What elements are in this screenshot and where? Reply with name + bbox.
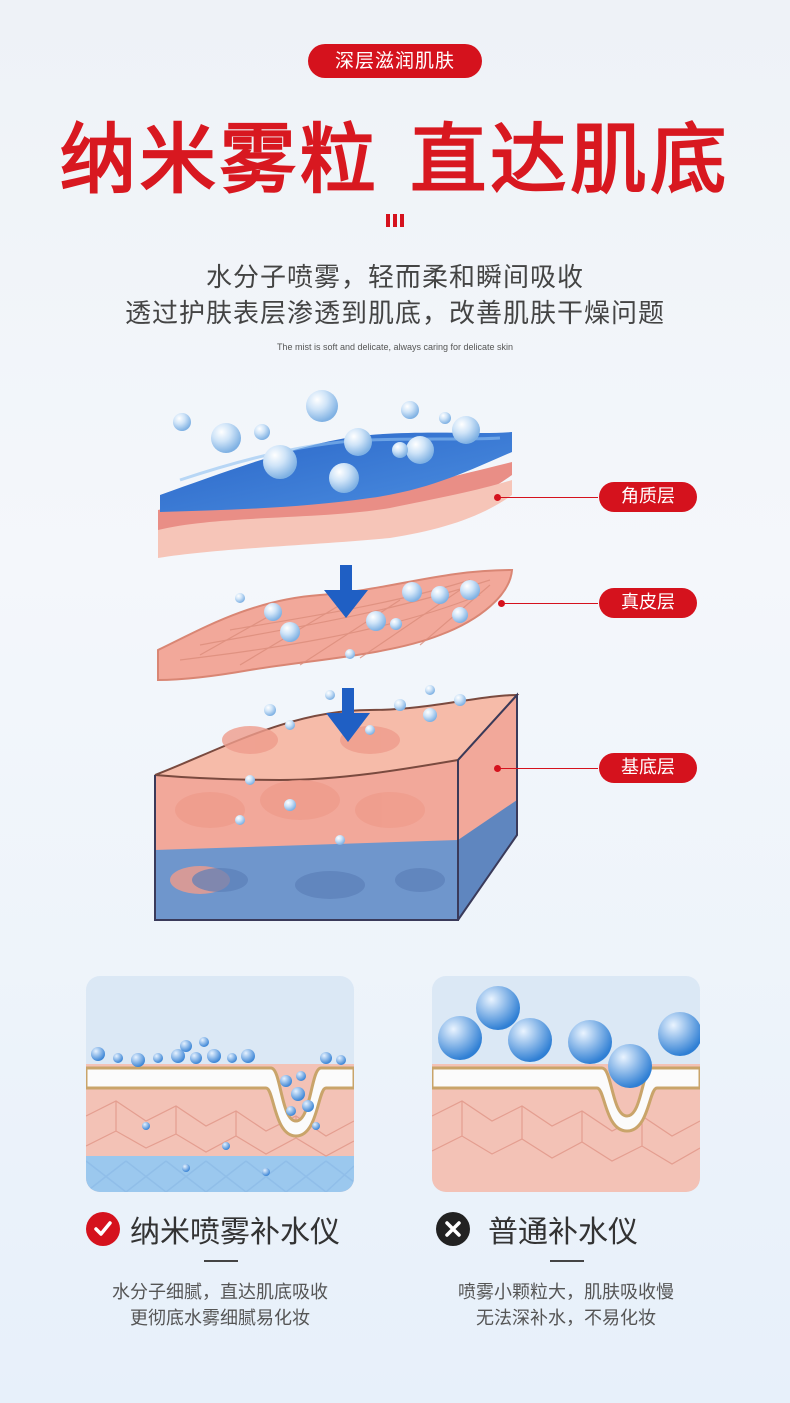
ordinary-title: 普通补水仪: [488, 1215, 638, 1250]
dermis-layer: [157, 568, 514, 682]
stratum-leader: [494, 494, 598, 501]
ordinary-dash: [550, 1260, 584, 1262]
check-icon: [86, 1212, 120, 1246]
tag-pill: 深层滋润肌肤: [308, 44, 482, 78]
nano-mist-dash: [204, 1260, 238, 1262]
stratum-layer: [158, 432, 512, 558]
headline: 纳米雾粒 直达肌底: [59, 115, 731, 204]
ordinary-desc-2: 无法深补水，不易化妆: [476, 1308, 656, 1329]
nano-mist-illustration: [86, 976, 354, 1192]
ordinary-desc-1: 喷雾小颗粒大，肌肤吸收慢: [458, 1282, 674, 1303]
subtitle-line-1: 水分子喷雾，轻而柔和瞬间吸收: [205, 263, 584, 293]
nano-mist-title: 纳米喷雾补水仪: [130, 1215, 340, 1250]
dermis-leader: [498, 600, 598, 607]
x-icon: [436, 1212, 470, 1246]
nano-mist-desc-1: 水分子细腻，直达肌底吸收: [112, 1282, 328, 1303]
divider-bars: [386, 212, 407, 227]
skin-layers-illustration: [154, 390, 520, 921]
label-basal: 基底层: [599, 753, 697, 783]
label-dermis: 真皮层: [599, 588, 697, 618]
basal-leader: [494, 765, 598, 772]
subtitle-line-2: 透过护肤表层渗透到肌底，改善肌肤干燥问题: [124, 299, 665, 329]
ordinary-illustration: [432, 976, 700, 1192]
nano-mist-title-row: 纳米喷雾补水仪: [86, 1207, 340, 1251]
english-caption: The mist is soft and delicate, always ca…: [276, 342, 514, 352]
down-arrows: [324, 565, 370, 742]
ordinary-card: [432, 976, 700, 1192]
label-stratum: 角质层: [599, 482, 697, 512]
nano-mist-card: [86, 976, 354, 1192]
ordinary-title-row: 普通补水仪: [436, 1207, 638, 1251]
basal-layer: [154, 692, 520, 921]
mist-bubbles: [173, 390, 480, 845]
nano-mist-desc-2: 更彻底水雾细腻易化妆: [130, 1308, 310, 1329]
